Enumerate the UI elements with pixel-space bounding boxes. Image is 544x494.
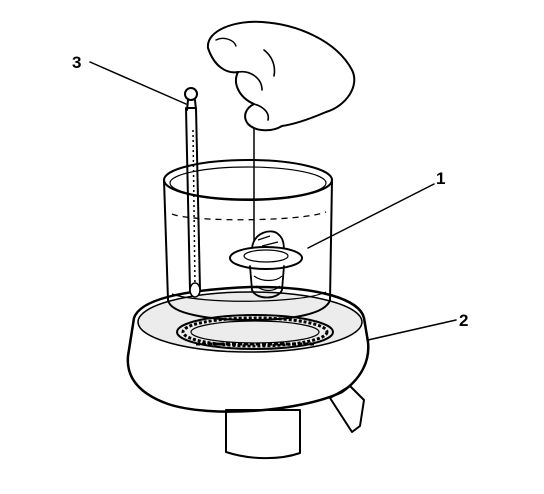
leader-lines: [89, 61, 457, 341]
heater-base: [126, 285, 370, 460]
callout-2: 2: [459, 311, 468, 330]
leader-line-2: [367, 319, 457, 341]
glass-beaker: [163, 159, 333, 321]
heater-ring: [176, 314, 334, 350]
leader-line-1: [307, 183, 435, 249]
thermometer: [184, 87, 201, 298]
thermostat: [229, 230, 303, 299]
callout-1: 1: [436, 169, 445, 188]
leader-line-3: [89, 61, 187, 105]
hand: [206, 20, 356, 132]
callout-3: 3: [72, 53, 81, 72]
